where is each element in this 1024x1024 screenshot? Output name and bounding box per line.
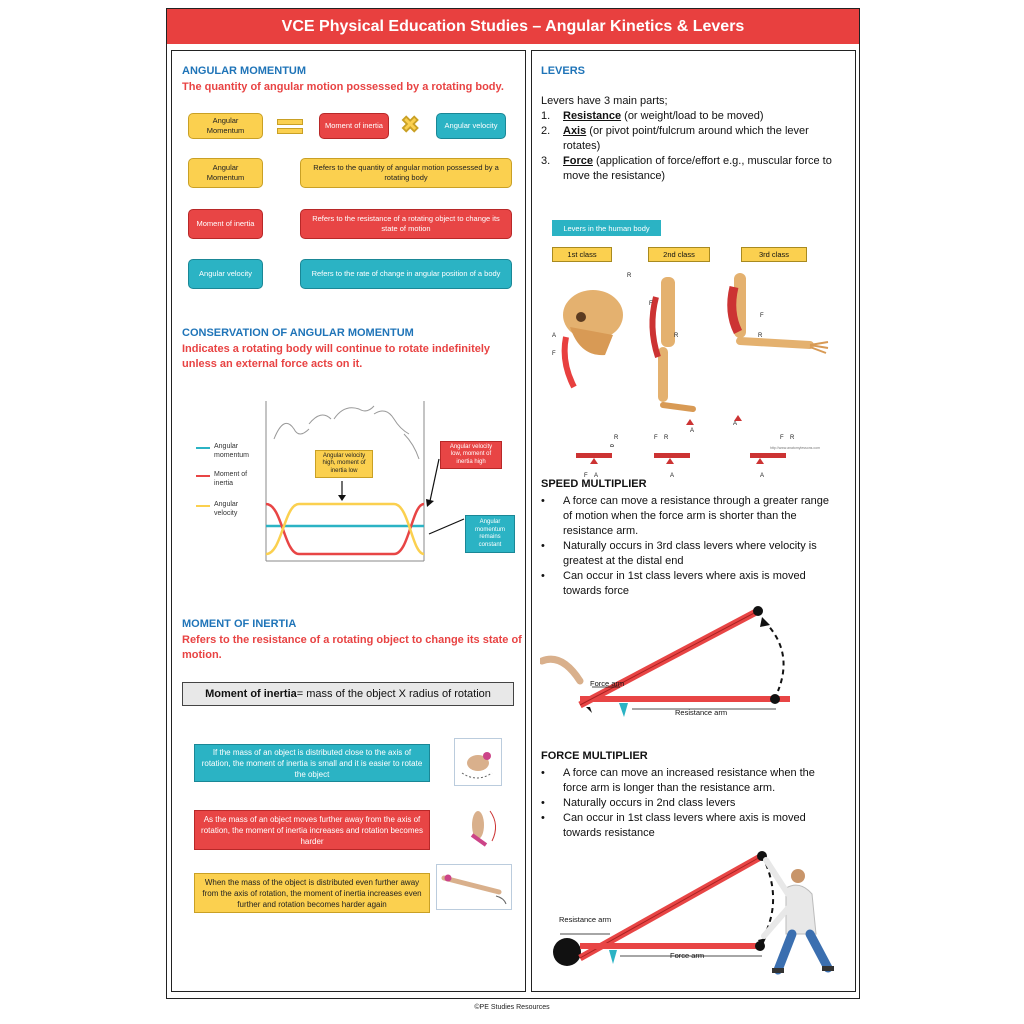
svg-text:R: R — [614, 435, 619, 441]
legend-swatch-moment-of-inertia — [196, 475, 210, 477]
svg-text:R: R — [664, 435, 669, 441]
legend-swatch-angular-velocity — [196, 505, 210, 507]
lever-part-resistance: 1.Resistance (or weight/load to be moved… — [541, 110, 764, 122]
pike-diver-icon — [470, 810, 496, 847]
page-title: VCE Physical Education Studies – Angular… — [167, 9, 859, 44]
svg-text:A: A — [670, 473, 674, 479]
arm-icon — [727, 273, 829, 354]
term-angular-velocity: Angular velocity — [188, 259, 263, 289]
svg-text:F: F — [649, 301, 653, 307]
legend-angular-momentum: Angular momentum — [214, 443, 250, 459]
force-multiplier-heading: FORCE MULTIPLIER — [541, 750, 648, 762]
levers-body-label: Levers in the human body — [552, 220, 661, 236]
lever-part-axis: 2.Axis (or pivot point/fulcrum around wh… — [541, 125, 809, 152]
moment-of-inertia-definition: Refers to the resistance of a rotating o… — [182, 634, 522, 661]
moment-of-inertia-heading: MOMENT OF INERTIA — [182, 618, 297, 630]
lever-part-force: 3.Force (application of force/effort e.g… — [541, 155, 832, 182]
speed-bullet-2: •Naturally occurs in 3rd class levers wh… — [541, 540, 817, 567]
callout-velocity-low: Angular velocity low, moment of inertia … — [440, 441, 502, 469]
lever-diagram-1: RFA — [610, 445, 615, 447]
force-resistance-arm-label: Resistance arm — [559, 915, 612, 924]
svg-text:R: R — [610, 445, 615, 447]
speed-multiplier-diagram — [540, 606, 790, 717]
eq-moment-of-inertia: Moment of inertia — [319, 113, 389, 139]
conservation-heading: CONSERVATION OF ANGULAR MOMENTUM — [182, 327, 414, 339]
svg-text:F: F — [760, 313, 764, 319]
angular-velocity-curve — [265, 502, 425, 556]
moment-of-inertia-curve — [265, 502, 425, 556]
first-class-label: 1st class — [552, 247, 612, 262]
svg-text:A: A — [690, 428, 694, 434]
callout-velocity-high: Angular velocity high, moment of inertia… — [315, 450, 373, 478]
layout-diver-icon — [436, 864, 512, 910]
speed-multiplier-list: •A force can move a resistance through a… — [541, 494, 841, 599]
svg-text:F: F — [584, 473, 588, 479]
force-multiplier-list: •A force can move an increased resistanc… — [541, 766, 841, 841]
angular-momentum-definition: The quantity of angular motion possessed… — [182, 81, 504, 93]
right-panel: LEVERS Levers have 3 main parts; 1.Resis… — [531, 50, 856, 992]
svg-text:R: R — [627, 273, 632, 279]
footer-credit: ©PE Studies Resources — [474, 1004, 550, 1011]
speed-bullet-1: •A force can move a resistance through a… — [541, 495, 829, 537]
eq-angular-momentum: Angular Momentum — [188, 113, 263, 139]
formula-label: Moment of inertia — [205, 688, 297, 700]
svg-text:F: F — [552, 351, 556, 357]
image-credit: http://www.anatomylessons.com — [770, 446, 820, 450]
term-angular-momentum: Angular Momentum — [188, 158, 263, 188]
multiply-icon: ✖ — [400, 112, 420, 138]
svg-text:F: F — [780, 435, 784, 441]
force-bullet-1: •A force can move an increased resistanc… — [541, 767, 815, 794]
legend-moment-of-inertia: Moment of inertia — [214, 471, 248, 487]
svg-text:A: A — [594, 473, 598, 479]
svg-text:A: A — [552, 333, 556, 339]
speed-multiplier-heading: SPEED MULTIPLIER — [541, 478, 647, 490]
second-class-label: 2nd class — [648, 247, 710, 262]
poster-sheet: VCE Physical Education Studies – Angular… — [166, 8, 860, 999]
equals-icon — [277, 119, 303, 134]
force-bullet-3: •Can occur in 1st class levers where axi… — [541, 812, 806, 839]
lever-parts-list: 1.Resistance (or weight/load to be moved… — [541, 109, 846, 184]
formula-text: = mass of the object X radius of rotatio… — [296, 688, 491, 700]
speed-force-arm-label: Force arm — [590, 679, 625, 688]
heavy-ball-icon — [553, 938, 581, 966]
levers-intro: Levers have 3 main parts; — [541, 95, 668, 107]
leg-icon — [649, 277, 696, 412]
inertia-example-2: As the mass of an object moves further a… — [194, 810, 430, 850]
callout-momentum-constant: Angular momentum remains constant — [465, 515, 515, 553]
svg-text:R: R — [758, 333, 763, 339]
man-pushing-icon — [761, 857, 834, 975]
inertia-example-3: When the mass of the object is distribut… — [194, 873, 430, 913]
svg-text:A: A — [760, 473, 764, 479]
legend-angular-velocity: Angular velocity — [214, 501, 239, 517]
inertia-example-1: If the mass of an object is distributed … — [194, 744, 430, 782]
svg-text:F: F — [654, 435, 658, 441]
diver-figures-icon — [273, 405, 420, 460]
tucked-diver-icon — [454, 738, 502, 786]
desc-angular-velocity: Refers to the rate of change in angular … — [300, 259, 512, 289]
force-multiplier-diagram — [553, 851, 834, 975]
desc-moment-of-inertia: Refers to the resistance of a rotating o… — [300, 209, 512, 239]
speed-bullet-3: •Can occur in 1st class levers where axi… — [541, 570, 806, 597]
lever-anatomy-illustration: RAF FRA FRA RFA — [552, 273, 829, 447]
legend-swatch-angular-momentum — [196, 447, 210, 449]
eq-angular-velocity: Angular velocity — [436, 113, 506, 139]
force-bullet-2: •Naturally occurs in 2nd class levers — [541, 797, 736, 809]
speed-resistance-arm-label: Resistance arm — [675, 708, 728, 717]
force-force-arm-label: Force arm — [670, 951, 705, 960]
third-class-label: 3rd class — [741, 247, 807, 262]
term-moment-of-inertia: Moment of inertia — [188, 209, 263, 239]
skull-icon — [561, 290, 623, 389]
desc-angular-momentum: Refers to the quantity of angular motion… — [300, 158, 512, 188]
svg-text:R: R — [790, 435, 795, 441]
conservation-definition: Indicates a rotating body will continue … — [182, 343, 491, 370]
levers-heading: LEVERS — [541, 65, 586, 77]
angular-momentum-heading: ANGULAR MOMENTUM — [182, 65, 307, 77]
hand-icon — [540, 655, 584, 685]
inertia-formula: Moment of inertia = mass of the object X… — [182, 682, 514, 706]
svg-text:A: A — [733, 421, 737, 427]
svg-text:R: R — [674, 333, 679, 339]
left-panel: ANGULAR MOMENTUM The quantity of angular… — [171, 50, 526, 992]
